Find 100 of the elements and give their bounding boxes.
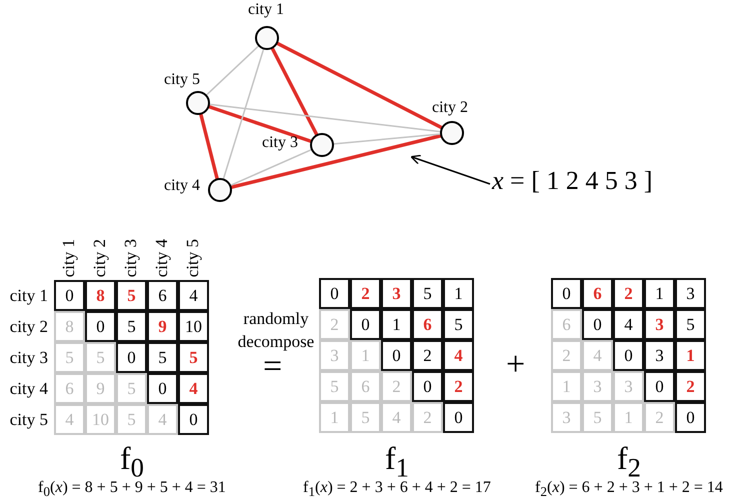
table-cell: 5 <box>178 342 209 373</box>
distance-line <box>222 48 264 180</box>
table-cell: 0 <box>551 278 582 309</box>
column-header: city 1 <box>60 238 77 277</box>
table-cell: 10 <box>178 311 209 342</box>
table-cell: 9 <box>85 373 116 404</box>
table-cell: 2 <box>443 371 474 402</box>
table-cell: 3 <box>644 309 675 340</box>
table-cell: 5 <box>85 342 116 373</box>
table-cell: 5 <box>147 342 178 373</box>
distance-line <box>208 104 442 132</box>
table-cell: 4 <box>443 340 474 371</box>
table-cell: 3 <box>551 402 582 433</box>
table-cell: 3 <box>381 278 412 309</box>
city-label: city 2 <box>432 100 468 116</box>
city-label: city 5 <box>164 72 200 88</box>
plus-sign: + <box>506 348 526 382</box>
table-cell: 3 <box>613 371 644 402</box>
table-cell: 1 <box>319 402 350 433</box>
tour-route-line <box>276 41 444 130</box>
column-header: city 4 <box>153 238 170 277</box>
sum-formula: f$_{2}$(x) = 6 + 2 + 3 + 1 + 2 = 14 <box>535 480 723 499</box>
table-cell: 0 <box>644 371 675 402</box>
table-cell: 0 <box>675 402 706 433</box>
leader-arrow <box>410 154 490 185</box>
table-cell: 0 <box>319 278 350 309</box>
table-cell: 10 <box>85 404 116 435</box>
table-cell: 5 <box>319 371 350 402</box>
table-cell: 2 <box>381 371 412 402</box>
operation-text: randomly decompose <box>236 308 316 353</box>
distance-line <box>206 45 260 96</box>
table-cell: 5 <box>582 402 613 433</box>
table-cell: 0 <box>582 309 613 340</box>
column-header: city 3 <box>122 238 139 277</box>
table-cell: 5 <box>350 402 381 433</box>
table-cell: 1 <box>350 340 381 371</box>
table-cell: 1 <box>551 371 582 402</box>
table-cell: 2 <box>551 340 582 371</box>
table-cell: 5 <box>675 309 706 340</box>
table-cell: 4 <box>582 340 613 371</box>
table-cell: 0 <box>178 404 209 435</box>
equals-sign: = <box>263 350 282 384</box>
table-cell: 6 <box>350 371 381 402</box>
matrix-name: f$_{1}$ <box>385 442 409 482</box>
table-cell: 5 <box>116 280 147 311</box>
table-cell: 3 <box>319 340 350 371</box>
table-cell: 5 <box>116 404 147 435</box>
tour-route-line <box>208 104 312 144</box>
tour-route-line <box>270 46 319 136</box>
table-cell: 4 <box>54 404 85 435</box>
table-cell: 4 <box>147 404 178 435</box>
city-label: city 3 <box>262 135 298 151</box>
table-cell: 1 <box>381 309 412 340</box>
table-cell: 0 <box>147 373 178 404</box>
sum-formula: f$_{1}$(x) = 2 + 3 + 6 + 4 + 2 = 17 <box>303 480 491 499</box>
table-cell: 0 <box>54 280 85 311</box>
city-label: city 4 <box>164 178 200 194</box>
column-header: city 2 <box>91 238 108 277</box>
city-label: city 1 <box>248 2 284 18</box>
table-cell: 5 <box>54 342 85 373</box>
table-cell: 6 <box>551 309 582 340</box>
row-header: city 5 <box>10 411 48 428</box>
table-cell: 4 <box>613 309 644 340</box>
row-header: city 2 <box>10 318 48 335</box>
table-cell: 2 <box>350 278 381 309</box>
tour-route-line <box>199 113 219 180</box>
table-cell: 9 <box>147 311 178 342</box>
table-cell: 5 <box>443 309 474 340</box>
table-cell: 0 <box>381 340 412 371</box>
table-cell: 0 <box>350 309 381 340</box>
table-cell: 2 <box>412 340 443 371</box>
table-cell: 6 <box>582 278 613 309</box>
table-cell: 2 <box>644 402 675 433</box>
row-header: city 4 <box>10 380 48 397</box>
table-cell: 1 <box>644 278 675 309</box>
row-header: city 1 <box>10 287 48 304</box>
table-cell: 3 <box>675 278 706 309</box>
tour-label: x = [ 1 2 4 5 3 ] <box>492 168 653 194</box>
table-cell: 8 <box>85 280 116 311</box>
table-cell: 5 <box>116 373 147 404</box>
distance-line <box>230 148 312 186</box>
table-cell: 4 <box>178 280 209 311</box>
table-cell: 3 <box>644 340 675 371</box>
column-header: city 5 <box>184 238 201 277</box>
table-cell: 1 <box>675 340 706 371</box>
table-cell: 0 <box>116 342 147 373</box>
table-cell: 6 <box>412 309 443 340</box>
table-cell: 3 <box>582 371 613 402</box>
table-cell: 0 <box>443 402 474 433</box>
row-header: city 3 <box>10 349 48 366</box>
table-cell: 0 <box>85 311 116 342</box>
table-cell: 5 <box>116 311 147 342</box>
sum-formula: f$_{0}$(x) = 8 + 5 + 9 + 5 + 4 = 31 <box>38 480 226 499</box>
table-cell: 1 <box>443 278 474 309</box>
table-cell: 0 <box>613 340 644 371</box>
table-cell: 2 <box>675 371 706 402</box>
table-cell: 1 <box>613 402 644 433</box>
tour-route-line <box>230 134 442 190</box>
table-cell: 8 <box>54 311 85 342</box>
table-cell: 2 <box>613 278 644 309</box>
